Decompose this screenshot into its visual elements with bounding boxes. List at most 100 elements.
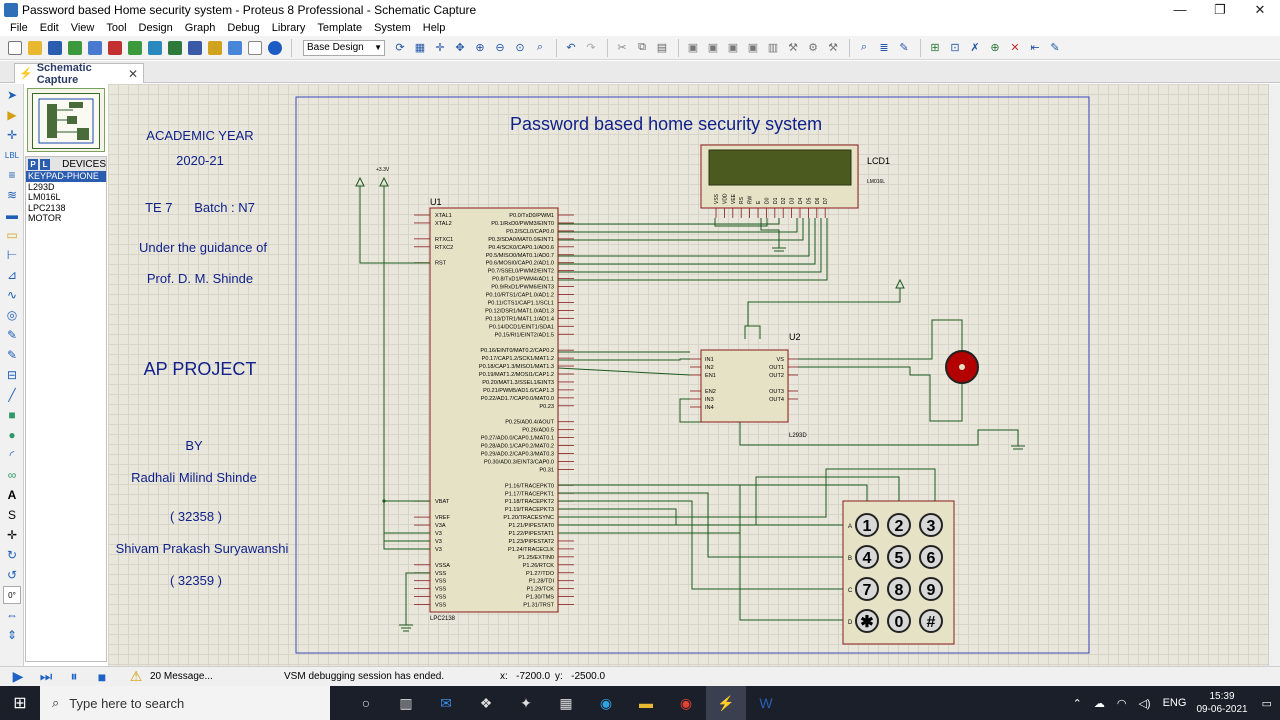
dropbox-icon[interactable]: ❖ xyxy=(479,694,493,711)
annotate-icon[interactable]: ✎ xyxy=(899,42,909,54)
edge-icon[interactable]: ◉ xyxy=(599,694,613,711)
menu-edit[interactable]: Edit xyxy=(39,22,59,34)
tools-icon[interactable]: ✗ xyxy=(970,42,980,54)
rotate-ccw-icon[interactable]: ↺ xyxy=(6,568,18,582)
voltage-probe-icon[interactable]: ✎ xyxy=(6,328,18,342)
menu-help[interactable]: Help xyxy=(422,22,446,34)
device-item-l293d[interactable]: L293D xyxy=(28,181,55,192)
zoom-area-icon[interactable]: ⌕ xyxy=(536,41,544,53)
tab-close-icon[interactable]: ✕ xyxy=(127,66,138,81)
text-script-icon[interactable]: ≡ xyxy=(8,168,16,182)
remove-sheet-icon[interactable]: ✕ xyxy=(1010,42,1020,54)
copy-icon[interactable]: ⧉ xyxy=(638,41,646,53)
messages-count[interactable]: 20 Message... xyxy=(150,671,213,682)
pick-device-button[interactable]: P xyxy=(28,158,39,170)
mirror-x-icon[interactable]: ⇔ xyxy=(6,608,18,622)
open-folder-icon[interactable] xyxy=(26,39,44,57)
menu-tool[interactable]: Tool xyxy=(106,22,127,34)
word-icon[interactable]: W xyxy=(759,695,773,711)
text-icon[interactable]: A xyxy=(7,488,17,502)
bom-icon[interactable] xyxy=(206,39,224,57)
vertical-scrollbar[interactable] xyxy=(1268,84,1280,666)
clock[interactable]: 15:39 09-06-2021 xyxy=(1196,690,1247,716)
mail-icon[interactable]: ✉ xyxy=(440,694,452,711)
block-move-icon[interactable]: ▣ xyxy=(707,42,719,54)
circle-icon[interactable]: ● xyxy=(8,428,16,442)
pan-icon[interactable]: ✥ xyxy=(455,42,465,54)
proteus-taskbar-icon[interactable]: ⚡ xyxy=(706,686,746,720)
component-mode-icon[interactable]: ▶ xyxy=(7,108,17,122)
menu-view[interactable]: View xyxy=(70,22,95,34)
subcircuit-icon[interactable]: ▬ xyxy=(6,208,18,222)
symbol-icon[interactable]: S xyxy=(7,508,16,522)
junction-icon[interactable]: ✛ xyxy=(6,128,18,142)
menu-library[interactable]: Library xyxy=(271,22,306,34)
pause-icon[interactable]: ⏸ xyxy=(70,668,78,684)
stop-icon[interactable]: ■ xyxy=(97,668,107,685)
line-icon[interactable]: ╱ xyxy=(8,388,16,402)
calculator-icon[interactable]: ▦ xyxy=(559,694,573,711)
play-icon[interactable]: ▶ xyxy=(12,668,24,684)
box-icon[interactable]: ■ xyxy=(8,408,16,422)
path-icon[interactable]: ∞ xyxy=(7,468,17,482)
generator-icon[interactable]: ◎ xyxy=(6,308,18,322)
device-item-motor[interactable]: MOTOR xyxy=(28,213,62,223)
zoom-all-icon[interactable]: ⊙ xyxy=(515,42,525,54)
chevron-up-icon[interactable]: ⌃ xyxy=(1072,697,1082,710)
zoom-in-icon[interactable]: ⊕ xyxy=(475,42,485,54)
export-icon[interactable] xyxy=(86,39,104,57)
new-file-icon[interactable] xyxy=(6,39,24,57)
design-select[interactable]: Base Design▼ xyxy=(303,39,385,56)
origin-icon[interactable]: ✛ xyxy=(435,42,445,54)
cut-icon[interactable]: ✂ xyxy=(617,42,627,54)
mirror-y-icon[interactable]: ⇕ xyxy=(6,628,18,642)
pick-device-icon[interactable]: ▥ xyxy=(767,42,779,54)
close-project-icon[interactable] xyxy=(106,39,124,57)
file-explorer-icon[interactable]: ▬ xyxy=(639,695,653,711)
task-view-icon[interactable]: ▥ xyxy=(399,694,413,711)
minimize-button[interactable]: — xyxy=(1173,2,1187,17)
overview-window[interactable] xyxy=(27,88,105,152)
terminal-icon[interactable]: ▭ xyxy=(6,228,18,242)
menu-graph[interactable]: Graph xyxy=(184,22,216,34)
design-explorer-icon[interactable] xyxy=(226,39,244,57)
tape-recorder-icon[interactable]: ∿ xyxy=(6,288,18,302)
refresh-icon[interactable]: ⟳ xyxy=(395,42,405,54)
make-device-icon[interactable]: ⚒ xyxy=(788,42,798,54)
home-icon[interactable] xyxy=(126,39,144,57)
block-copy-icon[interactable]: ▣ xyxy=(687,42,699,54)
report-icon[interactable]: ✎ xyxy=(1050,42,1060,54)
pcb-icon[interactable] xyxy=(166,39,184,57)
current-probe-icon[interactable]: ✎ xyxy=(6,348,18,362)
block-delete-icon[interactable]: ▣ xyxy=(747,42,759,54)
property-icon[interactable]: ≣ xyxy=(879,42,889,54)
menu-design[interactable]: Design xyxy=(138,22,173,34)
windows-start-icon[interactable]: ⊞ xyxy=(13,695,27,712)
decompose-icon[interactable]: ⚒ xyxy=(828,42,838,54)
redo-icon[interactable]: ↷ xyxy=(586,42,596,54)
paste-icon[interactable]: ▤ xyxy=(656,42,668,54)
help-icon[interactable] xyxy=(266,39,284,57)
taskbar-search-box[interactable]: ⌕ Type here to search xyxy=(40,686,330,720)
menu-template[interactable]: Template xyxy=(317,22,363,34)
device-item-keypad-phone[interactable]: KEYPAD-PHONE xyxy=(26,171,106,182)
new-sheet-icon[interactable]: ⊕ xyxy=(990,42,1000,54)
cortana-icon[interactable]: ○ xyxy=(361,695,371,711)
wire-label-icon[interactable]: LBL xyxy=(4,150,20,160)
wifi-icon[interactable]: ◠ xyxy=(1116,697,1127,710)
angle-field[interactable]: 0° xyxy=(3,586,21,604)
marker-icon[interactable]: ✛ xyxy=(6,528,18,542)
device-pin-icon[interactable]: ⊢ xyxy=(6,248,18,262)
search-part-icon[interactable]: ⌕ xyxy=(860,41,868,53)
maximize-button[interactable]: ❐ xyxy=(1214,2,1226,17)
menu-system[interactable]: System xyxy=(374,22,411,34)
notes-icon[interactable] xyxy=(246,39,264,57)
electrical-check-icon[interactable]: ⊡ xyxy=(950,42,960,54)
notifications-icon[interactable]: ▭ xyxy=(1261,697,1272,710)
undo-icon[interactable]: ↶ xyxy=(566,42,576,54)
bus-icon[interactable]: ≋ xyxy=(6,188,18,202)
netlist-icon[interactable]: ⊞ xyxy=(930,42,940,54)
3d-icon[interactable] xyxy=(186,39,204,57)
save-icon[interactable] xyxy=(46,39,64,57)
game-icon[interactable]: ✦ xyxy=(520,694,532,711)
